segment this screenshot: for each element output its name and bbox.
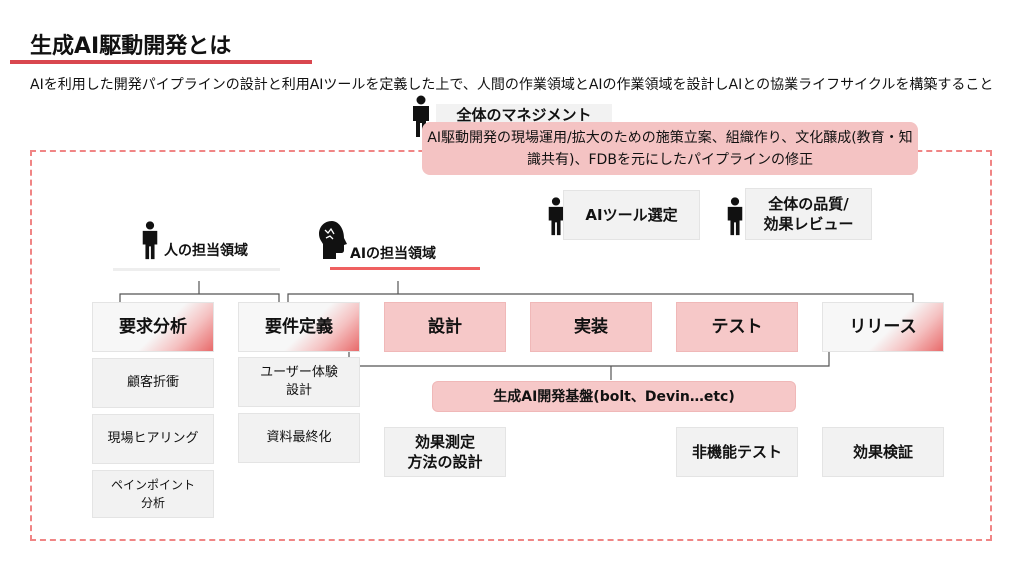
human-area-underline [113,268,280,271]
phase-test: テスト [676,302,798,352]
human-area-label: 人の担当領域 [164,243,248,259]
management-detail: AI駆動開発の現場運用/拡大のための施策立案、組織作り、文化醸成(教育・知識共有… [422,122,918,175]
phase-design: 設計 [384,302,506,352]
ai-platform: 生成AI開発基盤(bolt、Devin…etc) [432,381,796,412]
quality-review-line2: 効果レビュー [763,215,854,233]
management-label: 全体のマネジメント [436,104,612,126]
ai-area-label: AIの担当領域 [350,246,437,262]
title-underline [10,60,312,64]
ai-tool-selection: AIツール選定 [563,190,700,240]
ai-area-underline [330,267,480,270]
subtask-effect-measurement-design: 効果測定 方法の設計 [384,427,506,477]
subtask-effect-verification: 効果検証 [822,427,944,477]
brace-human [119,281,280,302]
subtask-nonfunctional-test: 非機能テスト [676,427,798,477]
brace-platform [348,352,830,380]
person-icon [548,197,564,236]
description: AIを利用した開発パイプラインの設計と利用AIツールを定義した上で、人間の作業領… [30,77,994,93]
page-title: 生成AI駆動開発とは [30,34,232,59]
person-icon [142,221,158,260]
subtask-ux-design: ユーザー体験 設計 [238,357,360,407]
phase-requirements-analysis: 要求分析 [92,302,214,352]
ai-brain-head-icon [319,221,347,259]
quality-review-line1: 全体の品質/ [768,195,849,213]
subtask-field-hearing: 現場ヒアリング [92,414,214,464]
subtask-customer-negotiation: 顧客折衝 [92,358,214,408]
person-icon [727,197,743,236]
subtask-pain-point-analysis: ペインポイント 分析 [92,470,214,518]
phase-requirements-definition: 要件定義 [238,302,360,352]
quality-review: 全体の品質/ 効果レビュー [745,188,872,240]
brace-ai [287,281,914,302]
phase-implementation: 実装 [530,302,652,352]
subtask-document-finalization: 資料最終化 [238,413,360,463]
phase-release: リリース [822,302,944,352]
